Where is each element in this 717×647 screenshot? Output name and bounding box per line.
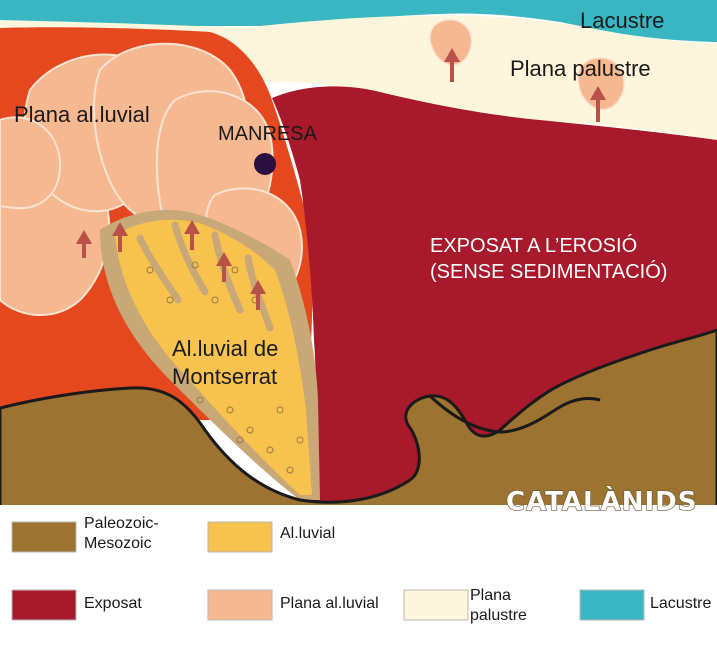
legend-label-plana-palustre: Plana — [470, 587, 511, 604]
flow-arrows-palustre — [444, 48, 606, 122]
legend-item-alluvial: Al.luvial — [207, 521, 335, 553]
pebble — [146, 266, 154, 274]
basement-ridge — [428, 394, 601, 434]
label-catalanids: CATALÀNIDS — [506, 485, 697, 517]
label-lacustre: Lacustre — [580, 8, 664, 33]
arrow-up-1 — [444, 48, 460, 82]
pebble — [191, 261, 199, 269]
manresa-marker[interactable] — [254, 153, 276, 175]
channel-1 — [136, 234, 182, 304]
pebble — [286, 466, 294, 474]
legend-item-exposat: Exposat — [11, 589, 142, 621]
legend-swatch-plana-alluvial — [207, 589, 273, 621]
pebble — [196, 396, 204, 404]
pebble — [246, 426, 254, 434]
arrow-up-fan-5 — [250, 280, 266, 310]
legend-label-lacustre: Lacustre — [650, 595, 711, 612]
arrow-up-2 — [590, 86, 606, 122]
arrow-up-fan-3 — [184, 220, 200, 250]
arrow-up-fan-4 — [216, 252, 232, 282]
legend-label-exposat: Exposat — [84, 595, 142, 612]
legend-item-paleozoic: Paleozoic- Mesozoic — [11, 515, 159, 553]
label-plana-palustre: Plana palustre — [510, 56, 651, 81]
flow-arrows-fan — [76, 220, 266, 310]
lacustrine-zone — [0, 0, 717, 42]
label-exposat-line2: (SENSE SEDIMENTACIÓ) — [430, 260, 667, 283]
pebble — [231, 266, 239, 274]
legend-swatch-paleozoic — [11, 521, 77, 553]
legend-item-plana-palustre: Plana palustre — [403, 587, 527, 624]
legend-swatch-alluvial — [207, 521, 273, 553]
fan-pebbles — [146, 261, 304, 474]
pebble — [226, 406, 234, 414]
legend-label-paleozoic: Paleozoic- — [84, 515, 159, 532]
legend-label-plana-palustre-line2: palustre — [470, 607, 527, 624]
palustre-lobe-1 — [429, 19, 473, 66]
pebble — [211, 296, 219, 304]
pebble — [276, 406, 284, 414]
palustre-lobes — [429, 19, 625, 111]
legend-item-lacustre: Lacustre — [579, 589, 711, 621]
legend-item-plana-alluvial: Plana al.luvial — [207, 589, 379, 621]
legend-swatch-exposat — [11, 589, 77, 621]
label-montserrat-line2: Montserrat — [172, 364, 277, 389]
legend-panel — [0, 505, 717, 647]
legend-label-alluvial: Al.luvial — [280, 525, 335, 542]
legend-label-plana-alluvial: Plana al.luvial — [280, 595, 379, 612]
pebble — [266, 446, 274, 454]
label-exposat-line1: EXPOSAT A L’EROSIÓ — [430, 234, 637, 257]
pebble — [166, 296, 174, 304]
channel-2 — [171, 221, 209, 296]
arrow-up-fan-2 — [112, 222, 128, 252]
legend-swatch-plana-palustre — [403, 589, 469, 621]
label-plana-alluvial: Plana al.luvial — [14, 102, 150, 127]
arrow-up-fan-1 — [76, 230, 92, 258]
legend-label-paleozoic-line2: Mesozoic — [84, 535, 152, 552]
pebble — [296, 436, 304, 444]
label-manresa: MANRESA — [218, 123, 318, 145]
lobe-6 — [0, 116, 62, 210]
palustre-lobe-2 — [577, 57, 625, 111]
label-montserrat-line1: Al.luvial de — [172, 336, 278, 361]
pebble — [236, 436, 244, 444]
legend-swatch-lacustre — [579, 589, 645, 621]
